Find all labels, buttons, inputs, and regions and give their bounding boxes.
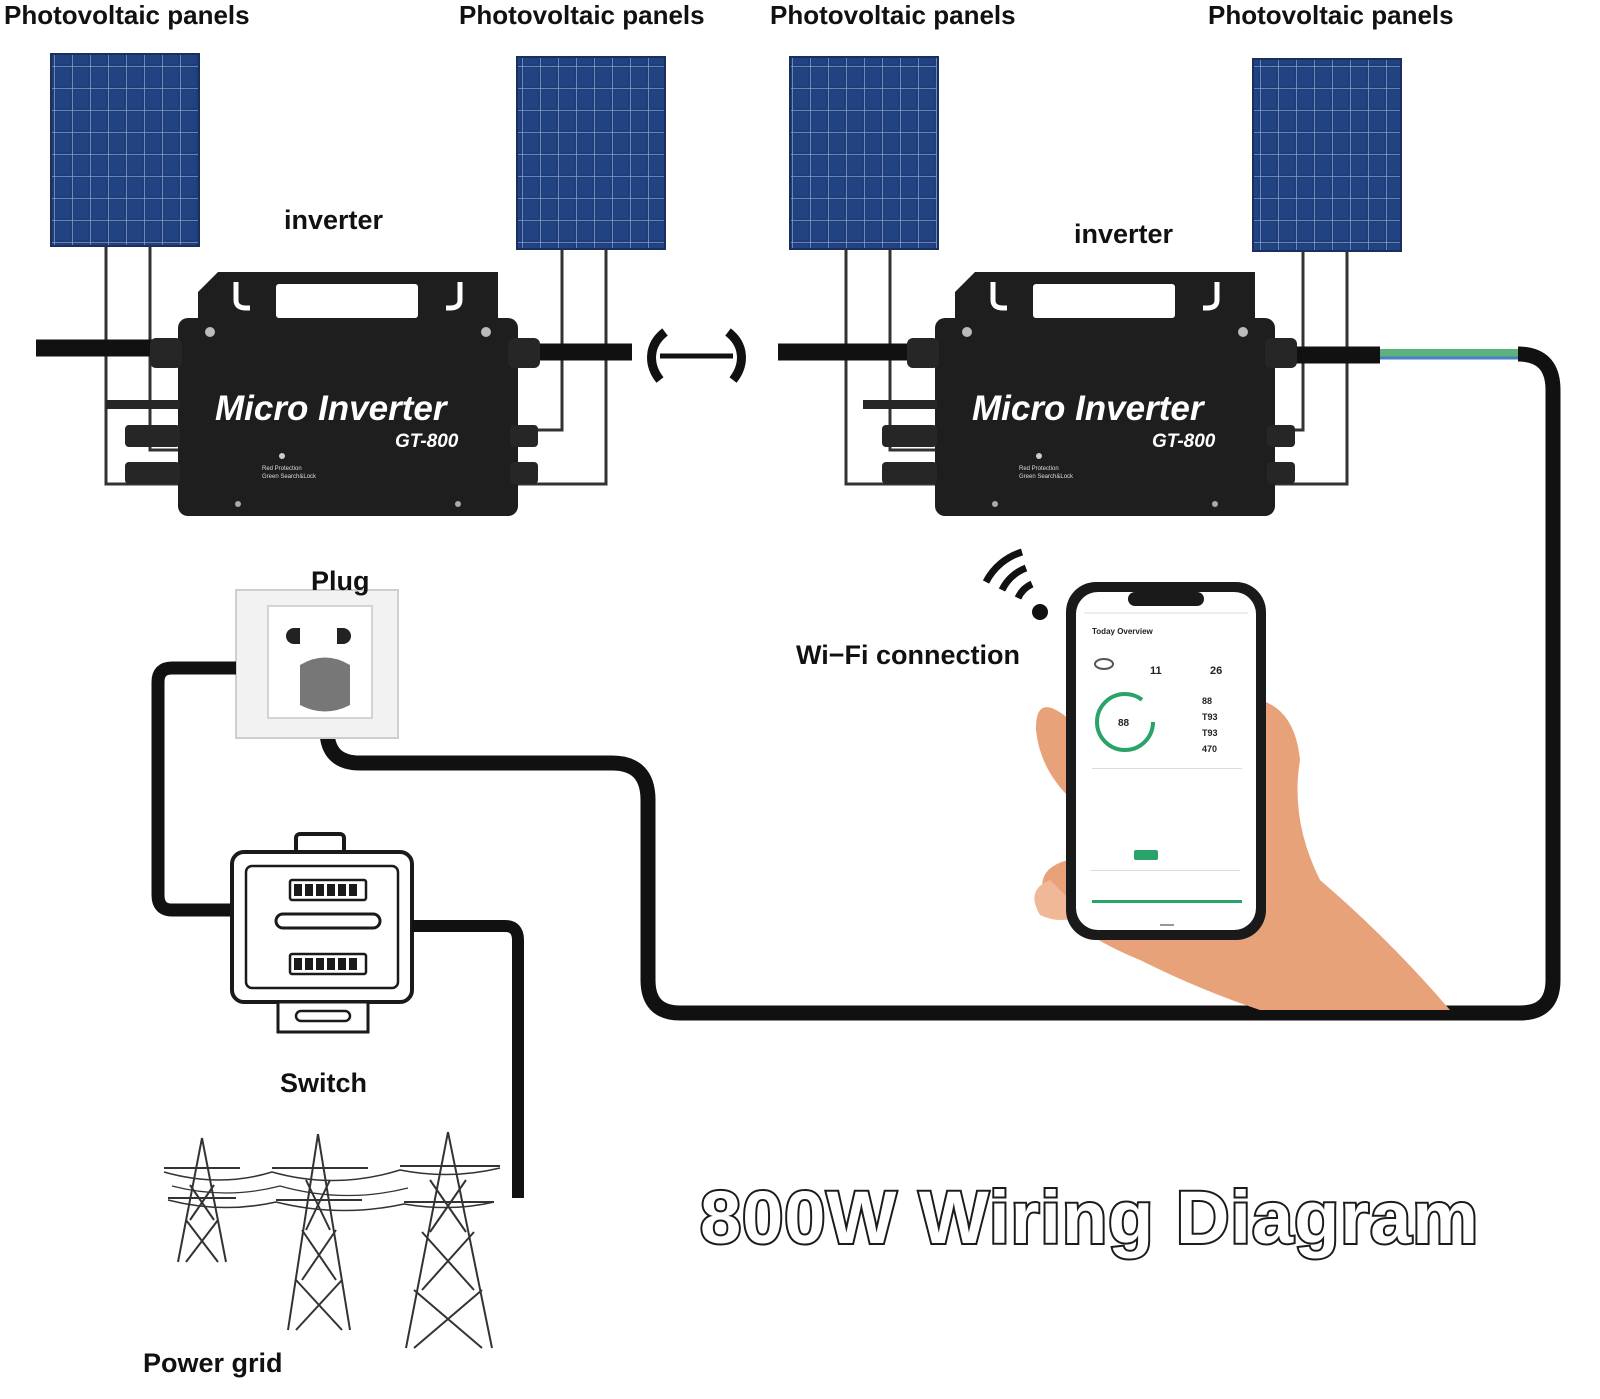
- inverter-led-left: [279, 453, 285, 459]
- inverter-connectors-right: [863, 338, 1297, 484]
- label-pv-panels-1: Photovoltaic panels: [4, 0, 250, 30]
- pv-panel-2: [516, 56, 666, 250]
- switch-to-grid-cable: [412, 920, 524, 1198]
- plug-to-switch-cable: [151, 661, 236, 917]
- inverter-led-label-right-2: Green Search&Lock: [1019, 474, 1074, 480]
- inverter-led-label-right-1: Red Protection: [1019, 466, 1059, 472]
- app-generation: 11: [1150, 665, 1162, 677]
- label-pv-panels-2: Photovoltaic panels: [459, 0, 705, 30]
- app-gauge: [1095, 692, 1155, 752]
- power-grid-towers: [163, 1131, 501, 1349]
- inverter-led-right: [1036, 453, 1042, 459]
- return-cable: [319, 346, 1561, 1021]
- label-switch: Switch: [280, 1068, 368, 1098]
- app-temperature: 26: [1210, 665, 1222, 677]
- smartphone: Today Overview 11 26 88 88 T93 T93 470: [1066, 582, 1266, 940]
- inverter-connectors-left: [106, 338, 540, 484]
- label-power-grid: Power grid: [143, 1348, 283, 1378]
- app-title: Today Overview: [1092, 627, 1154, 636]
- pv-panel-3: [789, 56, 939, 250]
- diagram-title: 800W Wiring Diagram: [698, 1174, 1480, 1261]
- pv-panel-4: [1252, 58, 1402, 252]
- label-pv-panels-3: Photovoltaic panels: [770, 0, 1016, 30]
- meter-digits: [294, 884, 357, 970]
- pv-panel-1: [50, 53, 200, 247]
- inverter-brand-right: Micro Inverter: [972, 389, 1206, 428]
- app-gauge-value: 88: [1118, 718, 1130, 729]
- inverter-led-label-left-1: Red Protection: [262, 466, 302, 472]
- label-inverter-left: inverter: [284, 205, 384, 235]
- label-inverter-right: inverter: [1074, 219, 1174, 249]
- app-stat-2: T93: [1202, 712, 1218, 722]
- switch-meter: [230, 832, 414, 1034]
- ground-wire: [1380, 349, 1520, 360]
- label-wifi-connection: Wi−Fi connection: [796, 640, 1021, 670]
- app-stat-3: T93: [1202, 728, 1218, 738]
- plug-socket: [235, 589, 399, 739]
- app-stat-4: 470: [1202, 744, 1217, 754]
- label-plug: Plug: [311, 566, 370, 596]
- inverter-model-left: GT-800: [395, 431, 459, 452]
- inverter-model-right: GT-800: [1152, 431, 1216, 452]
- app-stat-1: 88: [1202, 696, 1212, 706]
- label-pv-panels-4: Photovoltaic panels: [1208, 0, 1454, 30]
- inverter-brand-left: Micro Inverter: [215, 389, 449, 428]
- wifi-icon: [982, 548, 1048, 620]
- inverter-led-label-left-2: Green Search&Lock: [262, 474, 317, 480]
